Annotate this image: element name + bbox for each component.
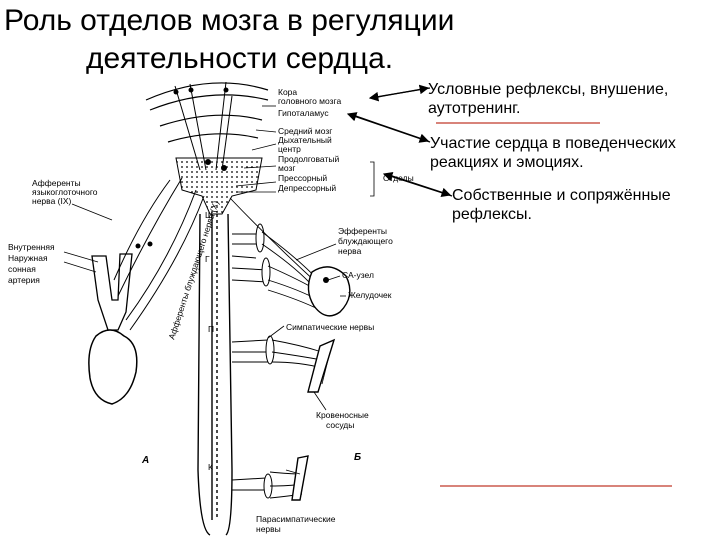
label-efferent-2: блуждающего xyxy=(338,236,393,246)
carotid-artery xyxy=(92,254,132,330)
label-sympathetic: Симпатические нервы xyxy=(286,322,374,332)
label-hypothalamus: Гипоталамус xyxy=(278,108,329,118)
label-medulla-2: мозг xyxy=(278,163,295,173)
spinal-cord xyxy=(198,214,232,535)
label-vessels-2: сосуды xyxy=(326,420,354,430)
brain-outline xyxy=(146,83,268,142)
brain-labels: Кора головного мозга Гипоталамус Средний… xyxy=(278,87,414,193)
panel-a: А xyxy=(141,455,149,466)
segment-thoracic: Г xyxy=(205,254,210,264)
label-efferent-1: Эфференты xyxy=(338,226,387,236)
label-carotid: сонная xyxy=(8,264,36,274)
label-pressor: Прессорный xyxy=(278,173,327,183)
panel-b: Б xyxy=(354,452,361,463)
label-depressor: Депрессорный xyxy=(278,183,336,193)
segment-lumbar: П xyxy=(208,324,214,334)
label-sections: Отделы xyxy=(383,173,414,183)
vagal-efferent-fibers xyxy=(230,198,320,310)
label-sa-node: СА-узел xyxy=(342,270,374,280)
label-vessels-1: Кровеносные xyxy=(316,410,369,420)
arrow-hypothalamus-back xyxy=(350,114,428,141)
heart-large xyxy=(89,330,137,404)
blood-vessel-lower xyxy=(292,456,308,500)
label-external: Наружная xyxy=(8,253,48,263)
label-parasympathetic-2: нервы xyxy=(256,524,281,534)
ganglia xyxy=(256,224,274,498)
arrow-cortex-back xyxy=(372,88,428,98)
label-cortex-2: головного мозга xyxy=(278,96,341,106)
label-efferent-3: нерва xyxy=(338,246,362,256)
label-parasympathetic-1: Парасимпатические xyxy=(256,514,336,524)
label-internal: Внутренняя xyxy=(8,242,55,252)
segment-sacral: К xyxy=(208,462,213,472)
label-ventricle: Желудочек xyxy=(348,290,392,300)
label-respiratory-2: центр xyxy=(278,144,301,154)
label-artery: артерия xyxy=(8,275,40,285)
label-afferent-3: нерва (IX) xyxy=(32,196,72,206)
